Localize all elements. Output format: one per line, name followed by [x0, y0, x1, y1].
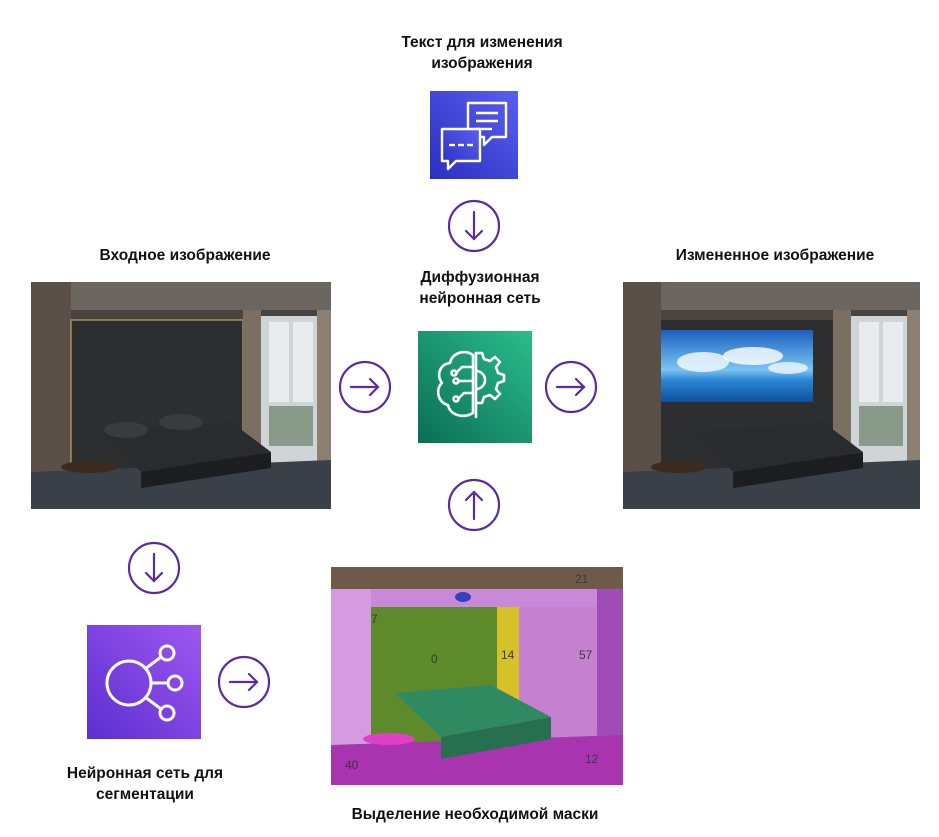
segmentation-tile — [87, 625, 201, 739]
output-image — [623, 282, 920, 509]
mask-number-40: 40 — [345, 758, 359, 772]
mask-number-12: 12 — [585, 752, 599, 766]
arrow-up-icon — [447, 478, 501, 532]
arrow-down-icon — [127, 541, 181, 595]
arrow-right-icon — [338, 360, 392, 414]
arrow-right-segmentation — [217, 655, 271, 709]
arrow-right-input — [338, 360, 392, 414]
mask-number-21: 21 — [575, 572, 589, 586]
arrow-right-output — [544, 360, 598, 414]
mask-number-14: 14 — [501, 648, 515, 662]
arrow-down-prompt — [447, 199, 501, 253]
mask-number-0: 0 — [431, 652, 438, 666]
arrow-right-icon — [544, 360, 598, 414]
prompt-text-label: Текст для изменения изображения — [401, 34, 563, 72]
diffusion-label: Диффузионная нейронная сеть — [419, 269, 541, 307]
mask-number-57: 57 — [579, 648, 593, 662]
output-image-label: Измененное изображение — [675, 247, 875, 264]
diffusion-tile — [418, 331, 532, 443]
arrow-down-icon — [447, 199, 501, 253]
mask-label: Выделение необходимой маски — [351, 806, 599, 823]
mask-number-7: 7 — [371, 612, 378, 626]
arrow-down-input — [127, 541, 181, 595]
input-image-label: Входное изображение — [99, 247, 271, 264]
arrow-right-icon — [217, 655, 271, 709]
segmentation-label: Нейронная сеть для сегментации — [66, 765, 224, 803]
network-nodes-icon — [87, 625, 201, 739]
chat-bubbles-icon — [430, 91, 518, 179]
prompt-tile — [430, 91, 518, 179]
mask-image: 21 7 0 14 57 40 12 — [331, 567, 623, 785]
input-image — [31, 282, 331, 509]
brain-gear-icon — [418, 331, 532, 443]
arrow-up-mask — [447, 478, 501, 532]
